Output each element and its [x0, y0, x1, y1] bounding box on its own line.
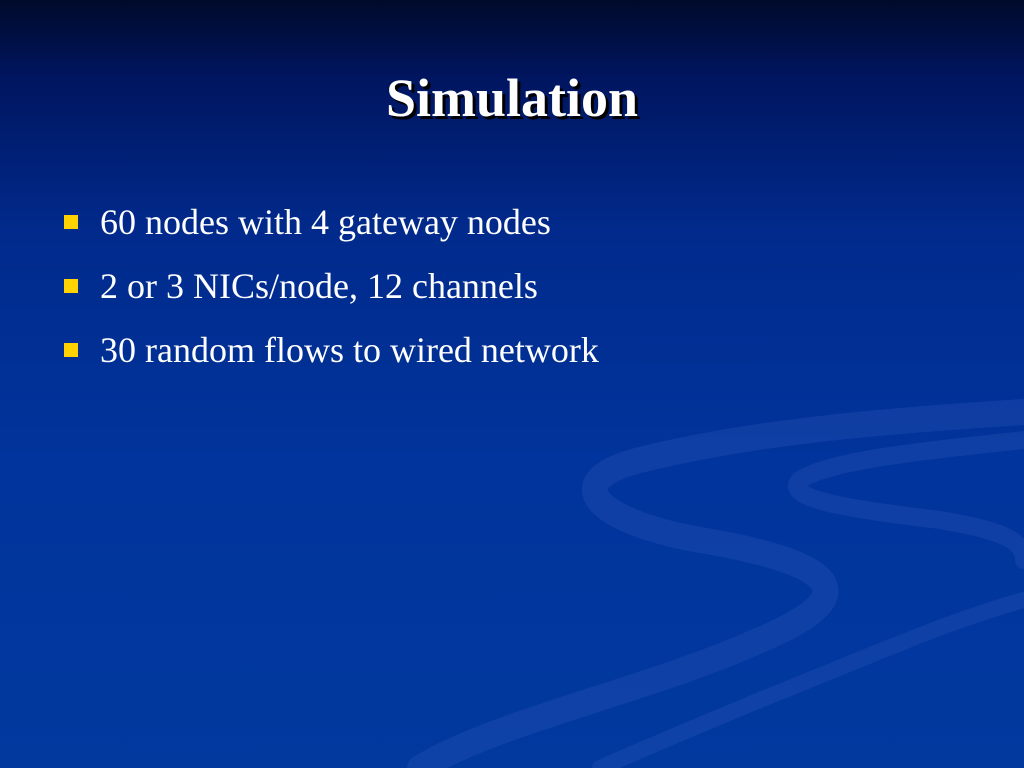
bullet-text: 2 or 3 NICs/node, 12 channels	[100, 266, 538, 306]
square-bullet-icon	[64, 215, 78, 229]
square-bullet-icon	[64, 279, 78, 293]
bullet-item: 30 random flows to wired network	[64, 318, 599, 382]
slide-title: Simulation	[385, 68, 639, 128]
bullet-text: 60 nodes with 4 gateway nodes	[100, 202, 551, 242]
bullet-text: 30 random flows to wired network	[100, 330, 599, 370]
bullet-item: 2 or 3 NICs/node, 12 channels	[64, 254, 599, 318]
square-bullet-icon	[64, 343, 78, 357]
bullet-item: 60 nodes with 4 gateway nodes	[64, 190, 599, 254]
bullet-list: 60 nodes with 4 gateway nodes 2 or 3 NIC…	[64, 190, 599, 382]
